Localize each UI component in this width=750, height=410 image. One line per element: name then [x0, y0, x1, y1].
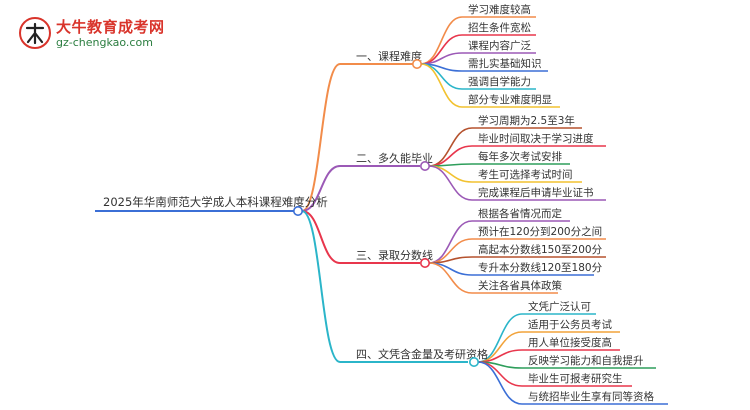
branch-label-2[interactable]: 二、多久能毕业	[356, 151, 433, 165]
branch-label-3[interactable]: 三、录取分数线	[356, 248, 433, 262]
leaf-label[interactable]: 文凭广泛认可	[528, 300, 591, 313]
leaf-label[interactable]: 强调自学能力	[468, 75, 531, 88]
logo-mascot-icon	[19, 17, 51, 49]
leaf-label[interactable]: 学习周期为2.5至3年	[478, 114, 575, 127]
leaf-label[interactable]: 专升本分数线120至180分	[478, 261, 603, 274]
root-node-label[interactable]: 2025年华南师范大学成人本科课程难度分析	[103, 195, 328, 209]
leaf-label[interactable]: 高起本分数线150至200分	[478, 243, 603, 256]
leaf-label[interactable]: 部分专业难度明显	[468, 93, 552, 106]
leaf-label[interactable]: 与统招毕业生享有同等资格	[528, 390, 654, 403]
leaf-edge	[428, 262, 473, 294]
leaf-label[interactable]: 毕业时间取决于学习进度	[478, 132, 594, 145]
leaf-label[interactable]: 需扎实基础知识	[468, 57, 542, 70]
leaf-label[interactable]: 考生可选择考试时间	[478, 168, 573, 181]
branch-knob-3[interactable]	[419, 257, 430, 268]
leaf-edge	[428, 165, 473, 183]
logo-title: 大牛教育成考网	[56, 18, 165, 36]
leaf-edge	[428, 145, 473, 167]
leaf-label[interactable]: 每年多次考试安排	[478, 150, 562, 163]
branch-label-1[interactable]: 一、课程难度	[356, 49, 422, 63]
branch-edge-3	[301, 210, 341, 264]
branch-label-4[interactable]: 四、文凭含金量及考研资格	[356, 347, 488, 361]
leaf-label[interactable]: 学习难度较高	[468, 3, 531, 16]
leaf-edge	[477, 361, 523, 405]
site-logo[interactable]: 大牛教育成考网 gz-chengkao.com	[18, 14, 168, 54]
leaf-label[interactable]: 反映学习能力和自我提升	[528, 354, 644, 367]
branch-edge-1	[301, 63, 341, 212]
branch-knob-2[interactable]	[419, 161, 430, 172]
leaf-edge	[420, 63, 463, 108]
leaf-label[interactable]: 适用于公务员考试	[528, 318, 612, 331]
leaf-label[interactable]: 用人单位接受度高	[528, 336, 612, 349]
branch-knob-4[interactable]	[468, 356, 479, 367]
mindmap-nodes: 2025年华南师范大学成人本科课程难度分析 一、课程难度 学习难度较高招生条件宽松课…	[103, 3, 654, 403]
leaf-edge	[420, 16, 463, 65]
leaf-label[interactable]: 预计在120分到200分之间	[478, 225, 602, 238]
root-knob[interactable]	[292, 206, 303, 217]
leaf-label[interactable]: 完成课程后申请毕业证书	[478, 186, 594, 199]
branch-edge-2	[301, 165, 341, 212]
leaf-edge	[428, 165, 473, 201]
branch-knob-1[interactable]	[411, 58, 422, 69]
leaf-label[interactable]: 毕业生可报考研究生	[528, 372, 623, 385]
mindmap-edges	[95, 16, 668, 405]
leaf-label[interactable]: 招生条件宽松	[468, 21, 531, 34]
leaf-label[interactable]: 根据各省情况而定	[478, 207, 562, 220]
branch-edge-4	[301, 210, 341, 363]
leaf-edge	[428, 256, 473, 264]
leaf-label[interactable]: 关注各省具体政策	[478, 279, 562, 292]
leaf-label[interactable]: 课程内容广泛	[468, 39, 531, 52]
logo-url: gz-chengkao.com	[56, 36, 153, 49]
